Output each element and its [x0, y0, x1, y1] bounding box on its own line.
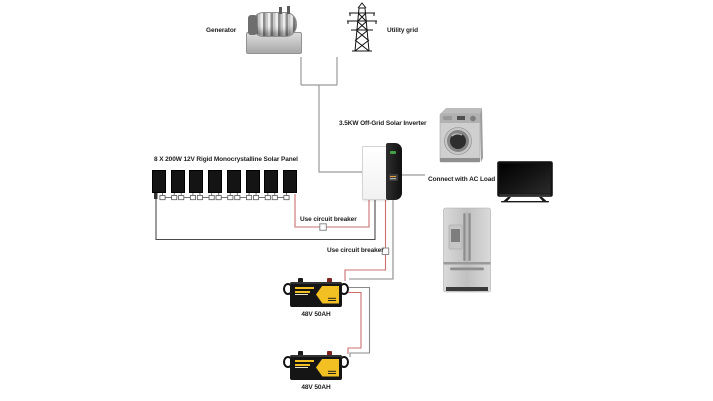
inverter-front-panel — [386, 143, 402, 200]
battery2-label: 48V 50AH — [301, 384, 331, 391]
washing-machine-image — [438, 106, 484, 165]
solar-panel — [152, 170, 166, 193]
battery-terminal-positive — [327, 351, 332, 356]
solar-panel — [282, 170, 297, 193]
solar-negative-lead — [154, 193, 158, 199]
inverter-body — [362, 146, 388, 200]
pv-breaker-label: Use circuit breaker — [300, 216, 357, 223]
pv-positive-wire — [294, 194, 370, 228]
battery-link-negative — [348, 286, 371, 357]
solar-panel — [226, 170, 241, 193]
generator-end-cap — [248, 15, 257, 35]
battery-brand-badge — [316, 358, 339, 377]
battery-breaker-label: Use circuit breaker — [327, 247, 384, 254]
battery-link-positive — [346, 291, 362, 354]
solar-panel — [170, 170, 185, 193]
ac-load-label: Connect with AC Load — [428, 176, 496, 183]
tv-image — [497, 161, 553, 203]
battery-body — [290, 282, 342, 307]
refrigerator-image — [443, 207, 491, 295]
solar-array — [152, 170, 298, 193]
battery1-image — [283, 276, 349, 308]
battery-circuit-breaker — [381, 247, 390, 255]
inverter-label: 3.5KW Off-Grid Solar Inverter — [339, 120, 427, 127]
utility-grid-label: Utility grid — [387, 27, 418, 34]
battery-body — [290, 355, 342, 380]
generator-cylinder — [252, 12, 297, 37]
solar-panel — [245, 170, 260, 193]
battery-terminal-negative — [298, 278, 303, 283]
battery-negative-wire — [349, 200, 394, 280]
generator-post — [287, 6, 290, 14]
generator-label: Generator — [206, 27, 237, 34]
battery-terminal-negative — [298, 351, 303, 356]
solar-panel — [208, 170, 223, 193]
battery1-label: 48V 50AH — [301, 311, 331, 318]
utility-grid-icon — [345, 2, 379, 53]
battery-brand-badge — [316, 285, 339, 304]
battery-positive-wire — [344, 200, 387, 281]
inverter-display — [388, 174, 398, 181]
solar-array-label: 8 X 200W 12V Rigid Monocrystalline Solar… — [154, 156, 298, 163]
ac-input-wires — [300, 57, 425, 176]
generator-image — [246, 6, 302, 56]
pv-negative-wire — [155, 193, 376, 241]
pv-circuit-breaker — [319, 223, 327, 231]
inverter-image — [362, 143, 402, 200]
solar-panel — [189, 170, 204, 193]
battery-terminal-positive — [327, 278, 332, 283]
solar-panel — [264, 170, 279, 193]
generator-post — [279, 7, 282, 14]
panel-series-links — [159, 192, 290, 201]
battery2-image — [283, 349, 349, 381]
inverter-brand-logo — [390, 151, 396, 154]
